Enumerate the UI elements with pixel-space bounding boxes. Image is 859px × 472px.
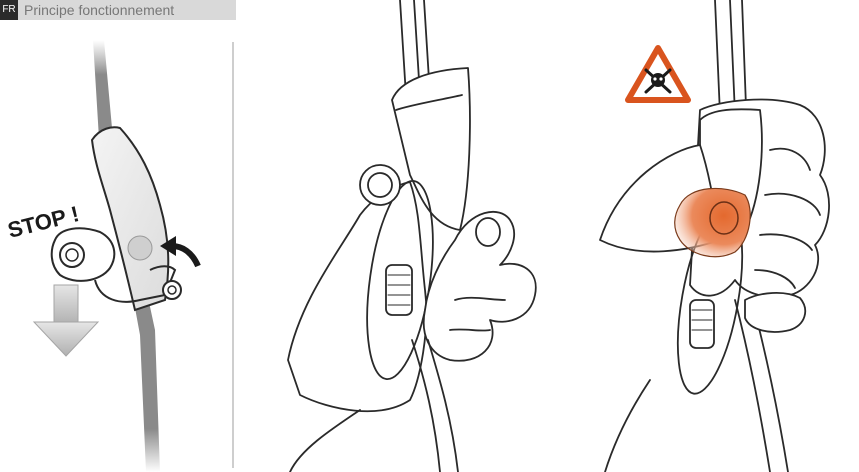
bolt xyxy=(163,281,181,299)
danger-skull-crossbones-icon xyxy=(628,48,688,100)
carabiner-gate xyxy=(690,300,714,348)
thumb-highlight xyxy=(675,188,750,256)
carabiner-gate xyxy=(386,265,412,315)
cam-circle xyxy=(128,236,152,260)
hand-right xyxy=(424,212,536,361)
panel-middle-hand-grip xyxy=(288,0,536,472)
device-shell xyxy=(92,127,168,310)
arrow-down-icon xyxy=(34,285,98,356)
panel-left-device: STOP ! xyxy=(5,40,198,472)
